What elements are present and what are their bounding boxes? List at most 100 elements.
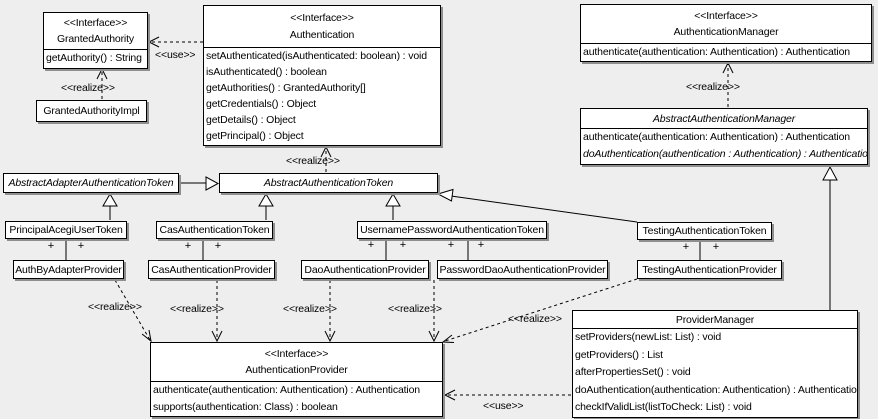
class-name: TestingAuthenticationToken [642,225,767,237]
role-plus-mark: + [477,239,485,251]
generalization-testingtoken [436,188,638,223]
method-row: authenticate(authentication: Authenticat… [153,384,420,396]
generalization-usernametoken [385,193,401,220]
role-plus-mark: + [682,241,690,253]
role-plus-mark: + [399,239,407,251]
realize-arrow-grantedauthorityimpl [96,67,108,99]
class-header: ProviderManager [573,311,857,329]
method-row: setAuthenticated(isAuthenticated: boolea… [206,50,427,62]
role-plus-mark: + [184,240,192,252]
class-dao-authentication-provider[interactable]: DaoAuthenticationProvider [301,260,429,279]
class-principal-acegi-user-token[interactable]: PrincipalAcegiUserToken [5,221,127,239]
method-row: getPrincipal() : Object [206,130,304,142]
realize-label: <<realize>> [508,313,562,325]
method-row: doAuthentication(authentication : Authen… [583,148,867,160]
realize-arrow-passworddaoprovider [428,280,440,343]
class-name: TestingAuthenticationProvider [642,263,777,276]
generalization-castoken [258,193,274,220]
class-name: AuthenticationManager [673,26,779,39]
stereotype-label: <<Interface>> [264,347,329,360]
method-row: getProviders() : List [575,348,663,361]
method-row: afterPropertiesSet() : void [575,366,691,378]
realize-arrow-abstractauthenticationtoken [320,145,332,172]
class-name: Authentication [289,29,355,42]
use-label: <<use>> [483,400,524,412]
method-row: setProviders(newList: List) : void [575,331,722,343]
class-authentication-provider[interactable]: <<Interface>> AuthenticationProvider aut… [150,342,443,417]
class-auth-by-adapter-provider[interactable]: AuthByAdapterProvider [13,260,124,279]
method-row: checkIfValidList(listToCheck: List) : vo… [575,401,752,413]
class-granted-authority[interactable]: <<Interface>> GrantedAuthority getAuthor… [43,12,148,69]
class-header: <<Interface>> AuthenticationManager [581,5,871,44]
class-header: <<Interface>> Authentication [204,6,440,48]
method-row: authenticate(authentication: Authenticat… [583,131,850,143]
role-plus-mark: + [712,241,720,253]
stereotype-label: <<Interface>> [694,9,758,22]
realize-label: <<realize>> [283,303,337,315]
role-plus-mark: + [47,240,55,252]
method-row: doAuthentication(authentication: Authent… [575,383,857,396]
class-abstract-authentication-token[interactable]: AbstractAuthenticationToken [219,173,438,193]
role-plus-mark: + [214,240,222,252]
generalization-abstractadapter [179,176,220,191]
class-name: GrantedAuthority [57,33,134,45]
realize-arrow-testingprovider [441,278,638,343]
class-name: PrincipalAcegiUserToken [9,224,123,236]
class-testing-authentication-provider[interactable]: TestingAuthenticationProvider [637,260,782,279]
class-name: CasAuthenticationToken [159,224,270,236]
realize-label: <<realize>> [170,303,224,315]
realize-label: <<realize>> [61,82,115,94]
class-abstract-adapter-authentication-token[interactable]: AbstractAdapterAuthenticationToken [3,173,179,193]
realize-label: <<realize>> [88,301,142,313]
class-granted-authority-impl[interactable]: GrantedAuthorityImpl [36,100,147,122]
class-name: ProviderManager [675,313,755,326]
method-row: getAuthority() : String [46,52,142,64]
class-name: GrantedAuthorityImpl [43,105,140,117]
method-row: getDetails() : Object [206,114,296,126]
realize-arrow-casprovider [211,280,223,343]
role-plus-mark: + [367,239,375,251]
class-username-password-authentication-token[interactable]: UsernamePasswordAuthenticationToken [357,221,547,239]
class-name: CasAuthenticationProvider [151,263,272,276]
realize-label: <<realize>> [686,81,740,93]
generalization-providermanager [822,165,838,310]
use-arrow-authentication-grantedauthority [147,36,203,48]
stereotype-label: <<Interface>> [290,11,354,24]
class-authentication[interactable]: <<Interface>> Authentication setAuthenti… [203,5,441,146]
class-authentication-manager[interactable]: <<Interface>> AuthenticationManager auth… [580,4,872,62]
class-cas-authentication-token[interactable]: CasAuthenticationToken [156,221,273,239]
class-provider-manager[interactable]: ProviderManager setProviders(newList: Li… [572,310,858,418]
class-name: AuthByAdapterProvider [15,263,122,276]
role-plus-mark: + [447,239,455,251]
class-header: <<Interface>> AuthenticationProvider [151,343,442,382]
method-row: getCredentials() : Object [206,98,317,110]
class-header: <<Interface>> GrantedAuthority [44,13,147,50]
method-row: getAuthorities() : GrantedAuthority[] [206,82,366,94]
class-name: UsernamePasswordAuthenticationToken [360,224,544,236]
use-arrow-providermanager [443,389,571,401]
class-name: AuthenticationProvider [245,364,348,377]
class-password-dao-authentication-provider[interactable]: PasswordDaoAuthenticationProvider [437,260,608,279]
realize-label: <<realize>> [388,303,442,315]
realize-arrow-daoprovider [324,280,336,343]
class-name: DaoAuthenticationProvider [304,263,426,276]
role-plus-mark: + [77,240,85,252]
generalization-principaltoken [102,193,118,220]
class-abstract-authentication-manager[interactable]: AbstractAuthenticationManager authentica… [580,108,868,165]
method-row: authenticate(authentication: Authenticat… [583,46,850,58]
class-header: AbstractAuthenticationManager [581,109,867,129]
stereotype-label: <<Interface>> [63,17,128,29]
class-cas-authentication-provider[interactable]: CasAuthenticationProvider [148,260,275,279]
use-label: <<use>> [155,49,196,61]
method-row: isAuthenticated() : boolean [206,66,327,78]
method-row: supports(authentication: Class) : boolea… [153,401,338,413]
realize-arrow-abstractauthenticationmanager [722,61,734,107]
class-name: AbstractAuthenticationToken [263,177,394,189]
realize-arrow-authbyadapterprovider [114,279,152,343]
class-name: AbstractAdapterAuthenticationToken [8,177,174,189]
realize-label: <<realize>> [286,155,340,167]
class-name: PasswordDaoAuthenticationProvider [439,263,606,276]
class-testing-authentication-token[interactable]: TestingAuthenticationToken [637,222,772,240]
